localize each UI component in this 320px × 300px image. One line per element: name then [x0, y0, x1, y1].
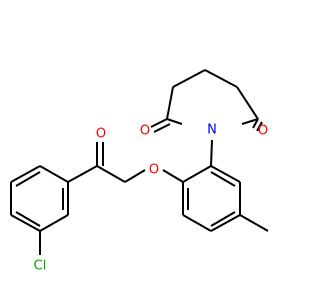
ether-oxygen-label: O [149, 163, 159, 178]
molecule-canvas: O O O O N Cl [10, 69, 269, 274]
methylphenyl-ring [182, 165, 269, 232]
atom-labels: O O O O N Cl [34, 123, 268, 274]
glutarimide-ring [150, 69, 263, 133]
imide-nitrogen-label: N [207, 123, 217, 138]
ether-ch2-bond [124, 169, 146, 183]
imide-oxygen-left-label: O [140, 124, 150, 139]
ketone-oxygen-label: O [96, 127, 106, 142]
n-aryl-bond [210, 139, 213, 167]
structure-diagram: O O O O N Cl [10, 69, 269, 274]
aryl-ether-bond [162, 169, 184, 183]
chlorine-label: Cl [34, 259, 47, 274]
phenacyl-chain [96, 142, 126, 183]
chlorophenyl-ring [10, 165, 98, 255]
imide-oxygen-right-label: O [258, 124, 268, 139]
